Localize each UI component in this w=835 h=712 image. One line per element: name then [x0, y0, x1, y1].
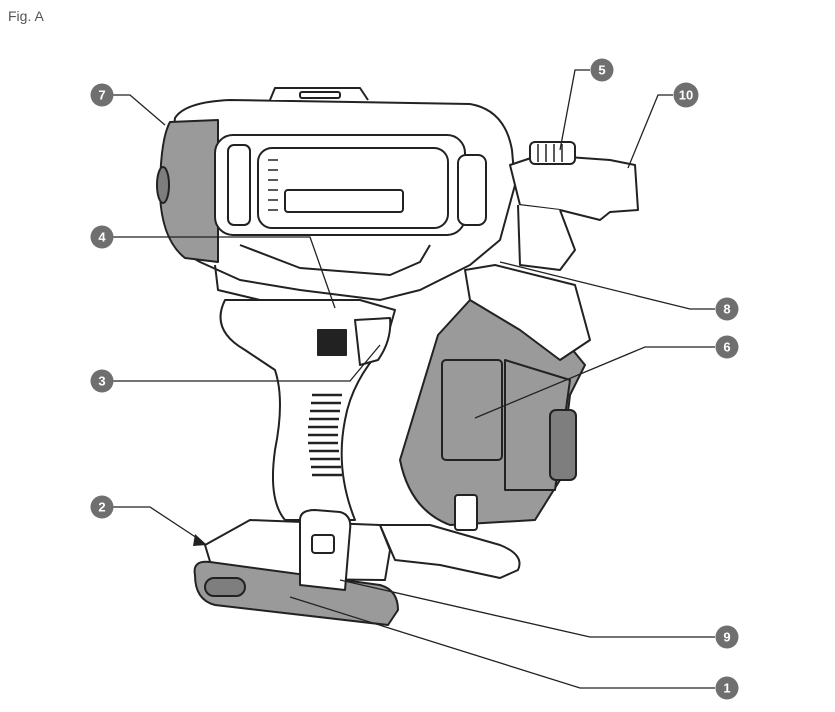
front-grip-pad [457, 154, 487, 226]
leader-6 [474, 346, 715, 419]
tool-illustration [156, 87, 639, 626]
side-panel-inner [257, 147, 449, 229]
leader-7 [113, 94, 166, 126]
upper-grip-vent [317, 329, 347, 356]
feed-assembly [464, 264, 591, 361]
callout-10-label: 10 [679, 88, 693, 103]
canister-latch [454, 494, 478, 531]
leader-4 [113, 236, 336, 309]
callout-10: 10 [673, 82, 699, 108]
vent-slots [268, 159, 278, 211]
leader-8 [499, 261, 715, 310]
leader-1 [289, 596, 715, 689]
leader-5 [559, 69, 590, 151]
rear-cap-knob [156, 166, 170, 204]
depth-wheel-ridges [537, 144, 563, 162]
callout-5: 5 [590, 58, 614, 82]
callout-9-label: 9 [723, 630, 730, 645]
callout-6: 6 [715, 335, 739, 359]
grip-texture [308, 393, 342, 477]
rear-grip-pad [227, 144, 251, 226]
callout-7-label: 7 [98, 88, 105, 103]
lower-arm [379, 524, 521, 579]
callout-9: 9 [715, 625, 739, 649]
leader-lines [113, 69, 715, 689]
canister-side-grip [549, 409, 577, 481]
callout-3: 3 [90, 369, 114, 393]
callout-3-label: 3 [98, 374, 105, 389]
callout-6-label: 6 [723, 340, 730, 355]
leader-2 [113, 506, 201, 541]
battery-grip [204, 577, 246, 597]
leader-2-arrowhead [193, 534, 207, 546]
callout-4: 4 [90, 225, 114, 249]
callout-1-label: 1 [723, 681, 730, 696]
callout-2-label: 2 [98, 500, 105, 515]
top-ridge-detail [299, 91, 341, 99]
callout-8: 8 [715, 297, 739, 321]
depth-wheel [529, 141, 576, 165]
callout-1: 1 [715, 676, 739, 700]
battery-pack [193, 560, 399, 626]
belt-hook-clip [311, 534, 335, 554]
leader-10 [627, 94, 673, 169]
figure-label: Fig. A [8, 8, 44, 24]
callout-2: 2 [90, 495, 114, 519]
callout-5-label: 5 [598, 63, 605, 78]
leader-3 [113, 344, 381, 382]
nose-arm [517, 204, 576, 271]
handle [219, 299, 396, 521]
canister-window [441, 359, 503, 461]
lower-housing [239, 244, 431, 276]
label-plate [284, 189, 404, 213]
trigger [354, 317, 392, 366]
leader-9 [339, 579, 715, 638]
callout-7: 7 [90, 83, 114, 107]
callout-8-label: 8 [723, 302, 730, 317]
callout-4-label: 4 [98, 230, 106, 245]
